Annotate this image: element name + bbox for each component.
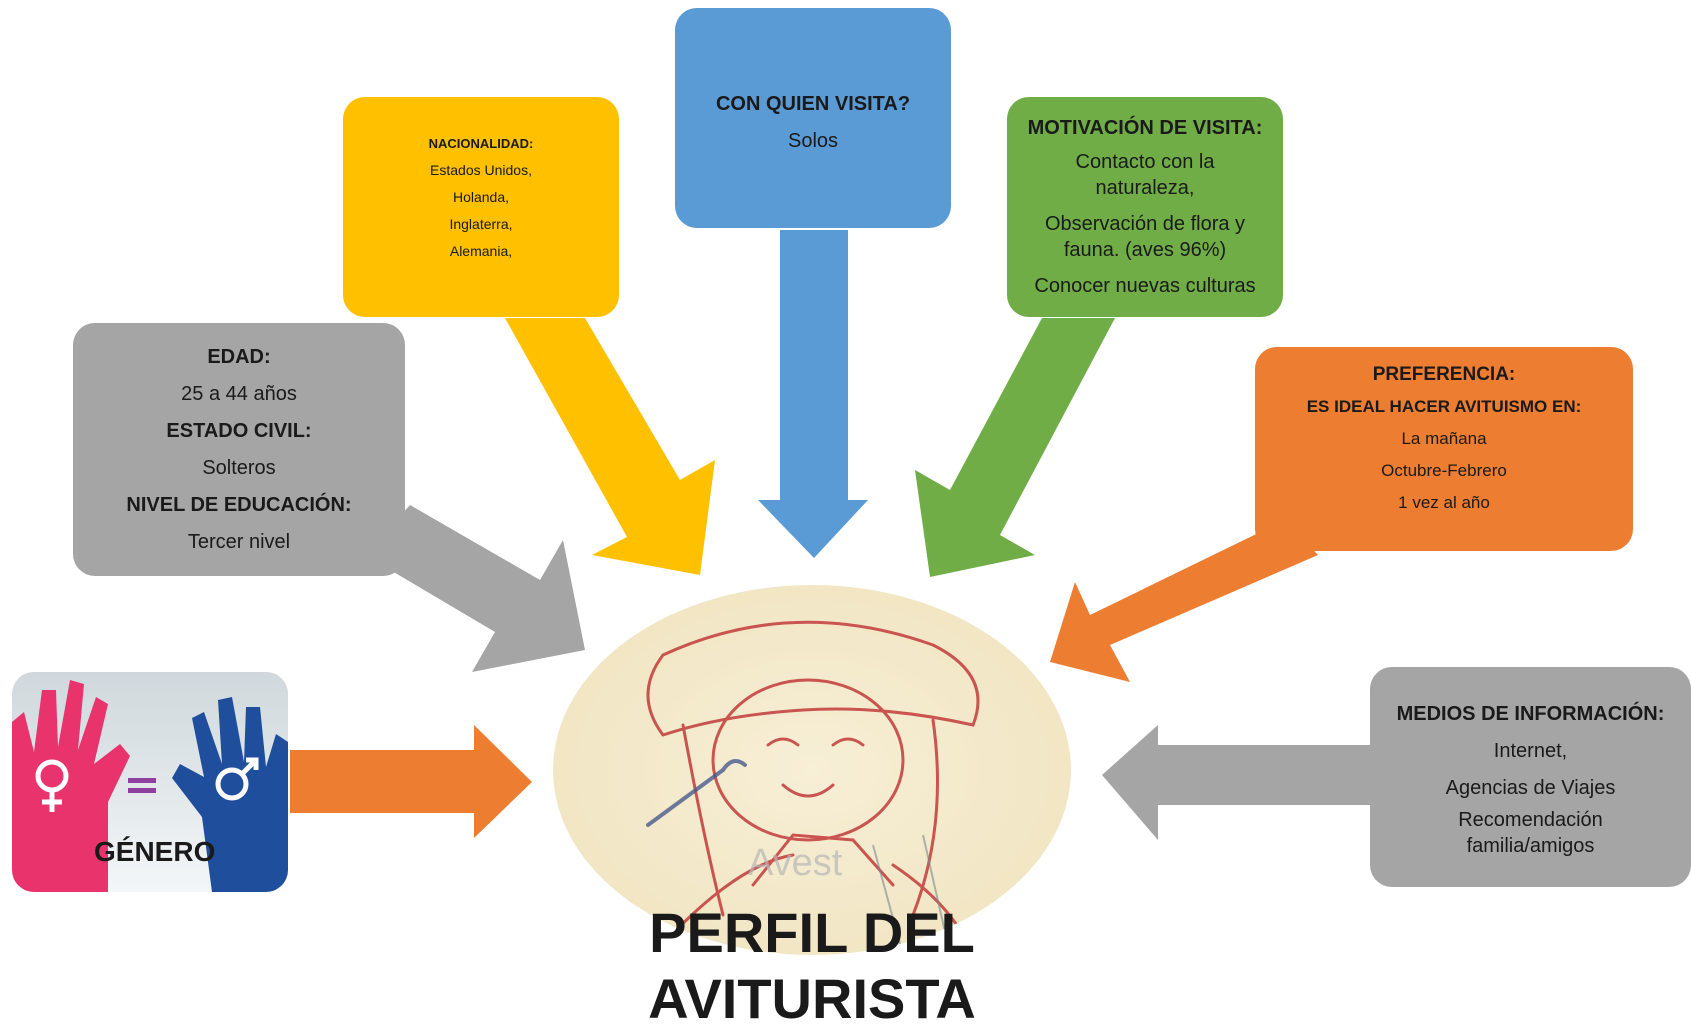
preferencia-item: 1 vez al año (1398, 493, 1490, 512)
medios-item: Agencias de Viajes (1445, 776, 1616, 799)
nacionalidad-item: Inglaterra, (449, 215, 513, 232)
medios-heading: MEDIOS DE INFORMACIÓN: (1396, 702, 1665, 725)
motivacion-item: Conocer nuevas culturas (1034, 275, 1256, 297)
gray-arrow-edad (365, 505, 585, 672)
title-line-1: PERFIL DEL (649, 901, 975, 964)
equals-icon (128, 778, 156, 793)
orange-arrow-genero (290, 725, 532, 838)
medios-item: Recomendación familia/amigos (1458, 808, 1603, 857)
nivel-educacion-value: Tercer nivel (187, 530, 291, 553)
medios-item: Internet, (1493, 739, 1568, 762)
orange-arrow-preferencia (1050, 520, 1318, 682)
aviturista-illustration: Avest (553, 585, 1071, 955)
gender-equality-hands-icon (12, 680, 288, 892)
con-quien-heading: CON QUIEN VISITA? (715, 93, 911, 115)
title-line-2: AVITURISTA (648, 967, 976, 1030)
green-arrow-motivacion (915, 318, 1115, 577)
motivacion-item: Contacto con la naturaleza, (1075, 151, 1215, 199)
estado-civil-value: Solteros (202, 456, 276, 479)
diagram-title: PERFIL DEL AVITURISTA (612, 900, 1012, 1032)
estado-civil-heading: ESTADO CIVIL: (166, 419, 312, 442)
motivacion-heading: MOTIVACIÓN DE VISITA: (1027, 117, 1263, 139)
center-watermark: Avest (748, 842, 843, 884)
genero-label: GÉNERO (94, 836, 216, 867)
gray-arrow-medios (1102, 725, 1370, 840)
preferencia-item: La mañana (1401, 429, 1487, 448)
blue-arrow-con-quien (758, 230, 868, 558)
motivacion-item: Observación de flora y fauna. (aves 96%) (1044, 213, 1246, 261)
nacionalidad-item: Holanda, (452, 188, 510, 205)
nacionalidad-item: Alemania, (449, 242, 513, 259)
nivel-educacion-heading: NIVEL DE EDUCACIÓN: (126, 493, 352, 516)
preferencia-heading: PREFERENCIA: (1372, 364, 1516, 385)
con-quien-value: Solos (787, 130, 839, 152)
nacionalidad-item: Estados Unidos, (430, 161, 532, 178)
con-quien-visita-box: CON QUIEN VISITA? Solos (675, 8, 951, 228)
edad-heading: EDAD: (207, 345, 271, 368)
medios-informacion-box: MEDIOS DE INFORMACIÓN: Internet, Agencia… (1370, 667, 1691, 887)
nacionalidad-heading: NACIONALIDAD: (428, 135, 534, 151)
motivacion-visita-box: MOTIVACIÓN DE VISITA: Contacto con la na… (1007, 97, 1283, 317)
genero-card: GÉNERO (12, 672, 288, 892)
preferencia-subheading: ES IDEAL HACER AVITUISMO EN: (1306, 397, 1582, 416)
preferencia-box: PREFERENCIA: ES IDEAL HACER AVITUISMO EN… (1255, 347, 1633, 551)
yellow-arrow-nacionalidad (505, 318, 715, 575)
preferencia-item: Octubre-Febrero (1381, 461, 1507, 480)
girl-sketch-icon: Avest (646, 620, 980, 955)
edad-estado-educacion-box: EDAD: 25 a 44 años ESTADO CIVIL: Soltero… (73, 323, 405, 576)
female-symbol-icon (35, 759, 69, 812)
edad-value: 25 a 44 años (181, 382, 297, 405)
male-symbol-icon (215, 757, 259, 801)
nacionalidad-box: NACIONALIDAD: Estados Unidos, Holanda, I… (343, 97, 619, 317)
